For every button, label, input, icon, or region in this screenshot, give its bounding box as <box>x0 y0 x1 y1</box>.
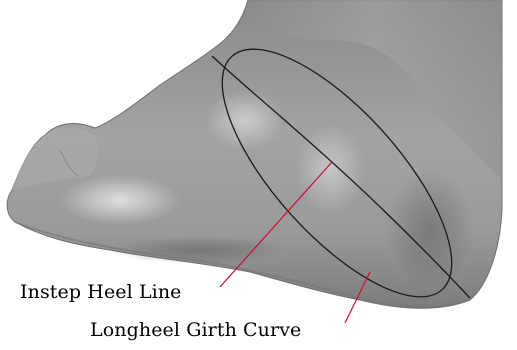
surface-highlight <box>60 175 180 225</box>
surface-highlight <box>205 90 285 150</box>
surface-shade <box>110 236 290 264</box>
instep-heel-line-label: Instep Heel Line <box>20 283 182 302</box>
longheel-girth-curve-label: Longheel Girth Curve <box>90 321 301 340</box>
surface-shade <box>385 170 475 290</box>
